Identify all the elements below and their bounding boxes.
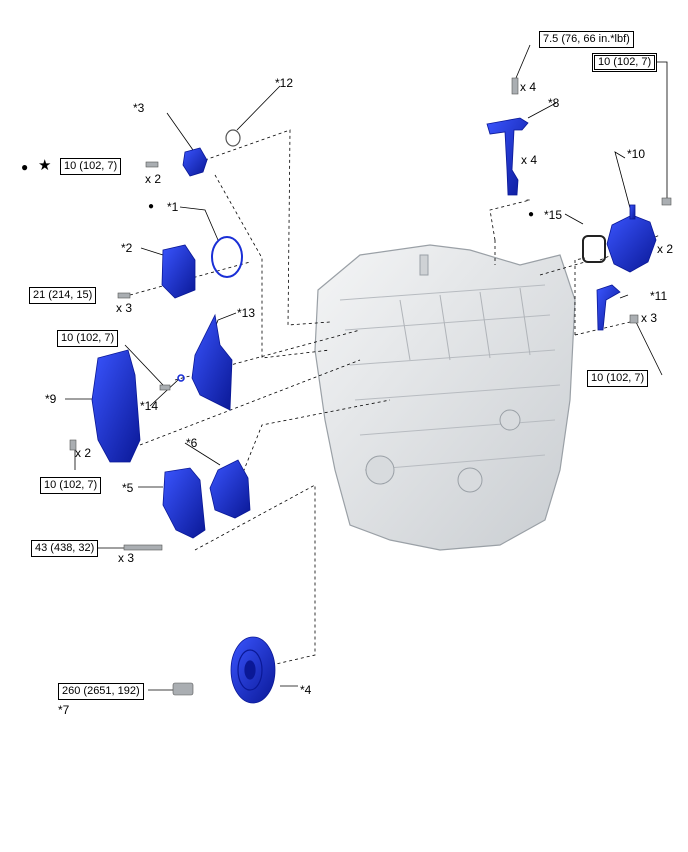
part-9-cover <box>91 349 141 463</box>
torque-spec-pump-bolt: 10 (102, 7) <box>592 53 658 72</box>
torque-spec-ignition-coil-bolt: 7.5 (76, 66 in.*lbf) <box>539 31 634 48</box>
torque-spec-sensor-bolt: 10 (102, 7) <box>60 158 122 175</box>
callout-14: *14 <box>140 399 159 413</box>
quantity-cover-9-bolts: x 2 <box>75 446 92 460</box>
part-5-bracket <box>162 467 206 539</box>
part-8-ignition-coil <box>486 117 529 196</box>
quantity-sensor-bolts: x 2 <box>145 172 162 186</box>
bolt-ignition-coil <box>511 77 519 95</box>
star-symbol-sensor: ★ <box>38 157 52 174</box>
quantity-bracket-5-bolts: x 3 <box>118 551 135 565</box>
o-ring-14 <box>177 374 185 382</box>
callout-5: *5 <box>122 481 134 495</box>
highlighted-parts <box>91 117 657 704</box>
torque-spec-pulley-bolt: 260 (2651, 192) <box>58 683 144 700</box>
dot-symbol-gasket: ● <box>528 209 535 220</box>
callout-6: *6 <box>186 436 198 450</box>
callout-12: *12 <box>275 76 294 90</box>
quantity-pump-bolts: x 2 <box>657 242 674 256</box>
dot-symbol-sensor: ● <box>21 160 29 174</box>
quantity-bracket-11-bolts: x 3 <box>641 311 658 325</box>
callout-1: *1 <box>167 200 179 214</box>
callout-15: *15 <box>544 208 563 222</box>
engine-block <box>314 244 576 551</box>
bolts-hardware <box>69 77 672 696</box>
part-10-stem <box>629 204 636 220</box>
callout-4: *4 <box>300 683 312 697</box>
callout-13: *13 <box>237 306 256 320</box>
callout-10: *10 <box>627 147 646 161</box>
torque-spec-bracket-13-bolt: 10 (102, 7) <box>57 330 119 347</box>
part-6-bracket <box>209 459 251 519</box>
part-13-bracket <box>191 313 233 411</box>
dot-symbol-o-ring: ● <box>148 201 155 212</box>
callout-2: *2 <box>121 241 133 255</box>
gasket-15 <box>582 235 606 263</box>
solid-leader-lines <box>65 44 668 691</box>
callout-11: *11 <box>650 289 668 303</box>
quantity-ignition-coils: x 4 <box>521 153 538 167</box>
torque-spec-bracket-11-bolt: 10 (102, 7) <box>587 370 649 387</box>
callout-9: *9 <box>45 392 57 406</box>
quantity-ignition-coil-bolts: x 4 <box>520 80 537 94</box>
o-ring-12 <box>225 129 241 147</box>
part-11-bracket <box>596 284 621 331</box>
torque-spec-bracket-5-bolt: 43 (438, 32) <box>31 540 99 557</box>
callout-3: *3 <box>133 101 145 115</box>
part-2-cover <box>161 244 196 299</box>
torque-spec-cover-bolt: 21 (214, 15) <box>29 287 97 304</box>
quantity-cover-bolts: x 3 <box>116 301 133 315</box>
callout-8: *8 <box>548 96 560 110</box>
gaskets <box>177 129 606 382</box>
part-10-pump <box>606 214 657 273</box>
part-3-sensor <box>182 147 208 177</box>
torque-spec-cover-9-bolt: 10 (102, 7) <box>40 477 102 494</box>
o-ring-1 <box>211 236 243 278</box>
callout-7: *7 <box>58 703 70 717</box>
